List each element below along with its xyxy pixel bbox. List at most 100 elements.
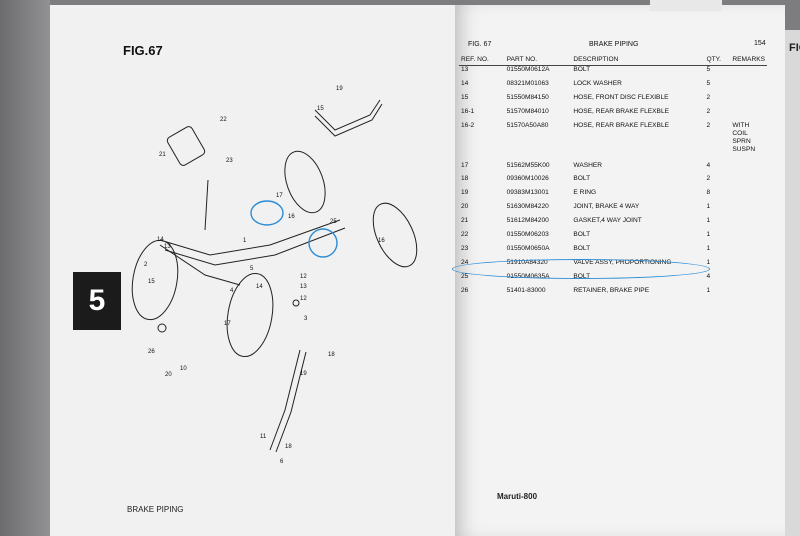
part-no: 51550M84150 [506,93,549,101]
qty: 4 [706,272,711,280]
description: BOLT [573,175,591,183]
description: HOSE, REAR BRAKE FLEXBLE [573,107,670,115]
part-no: 51612M84200 [506,217,549,225]
remarks [730,287,767,301]
remarks-line-2: SPRN SUSPN [732,137,756,153]
parts-table-header: REF. NO. PART NO. DESCRIPTION QTY. REMAR… [459,54,767,66]
remarks [730,245,767,259]
table-row: 17 51562M55K00 WASHER 4 [459,162,767,176]
callout-14b: 13 [300,284,307,290]
ref-no: 16-1 [461,107,475,115]
col-remarks: REMARKS [730,54,767,66]
front-hose [269,349,301,451]
ref-no: 21 [461,217,469,225]
front-hose-2 [275,351,307,453]
front-right-wheel [226,272,274,358]
ref-no: 19 [461,189,469,197]
left-page-footer: BRAKE PIPING [127,505,184,514]
callout-12: 20 [165,372,172,378]
callout-20: 12 [300,296,307,302]
col-qty: QTY. [704,54,731,66]
table-row: 14 08321M01063 LOCK WASHER 5 [459,80,767,94]
table-row: 16-2 51570A50A80 HOSE, REAR BRAKE FLEXBL… [459,122,767,154]
remarks [730,175,767,189]
page-edge [785,30,800,536]
callout-1: 1 [243,238,247,244]
remarks-line-1: WITH COIL [732,121,750,137]
qty: 1 [706,258,711,266]
part-no: 51562M55K00 [506,161,550,169]
ref-no: 20 [461,203,469,211]
remarks [730,189,767,203]
callout-16b: 16 [378,238,385,244]
book-spine-edge [0,0,50,536]
table-row: 20 51630M84220 JOINT, BRAKE 4 WAY 1 [459,203,767,217]
qty: 2 [706,107,711,115]
callout-25: 25 [330,219,337,225]
col-ref-no: REF. NO. [459,54,505,66]
table-row: 18 09360M10026 BOLT 2 [459,175,767,189]
rear-pipe [314,99,381,131]
callout-17b: 17 [224,321,231,327]
fig-label: FIG. 67 [468,41,492,48]
ref-no: 13 [461,66,469,73]
callout-21: 21 [159,152,166,158]
top-sticky-tag [650,0,722,11]
remarks [730,108,767,122]
ref-no: 14 [461,79,469,87]
brake-pipe-2 [164,227,346,266]
callout-5: 5 [250,266,254,272]
table-row: 21 51612M84200 GASKET,4 WAY JOINT 1 [459,217,767,231]
callout-3: 14 [256,284,263,290]
rear-pipe-2 [314,103,383,137]
part-no: 01550M06203 [506,231,549,239]
remarks [730,66,767,80]
ref-no: 18 [461,175,469,183]
callout-11: 3 [304,316,308,322]
rear-left-wheel [372,202,418,268]
four-way-joint [166,126,206,166]
remarks: WITH COIL SPRN SUSPN [730,122,767,154]
description: LOCK WASHER [573,79,622,87]
table-spacer [459,154,767,162]
table-row: 22 01550M06203 BOLT 1 [459,231,767,245]
qty: 5 [706,79,711,87]
qty: 1 [706,231,711,239]
col-description: DESCRIPTION [571,54,705,66]
part-no: 09360M10026 [506,175,549,183]
remarks [730,94,767,108]
remarks [730,162,767,176]
qty: 2 [706,175,711,183]
part-no: 08321M01063 [506,79,549,87]
right-page-footer: Maruti-800 [497,492,538,501]
qty: 1 [706,286,711,294]
highlight-circle-valve [250,200,284,226]
washer [292,299,300,307]
callout-14: 14 [157,237,164,243]
table-row: 13 01550M0612A BOLT 5 [459,66,767,80]
table-row: 23 01550M0650A BOLT 1 [459,245,767,259]
part-no: 51570A50A80 [506,121,549,129]
description: E RING [573,189,597,197]
brake-piping-diagram: 22 21 23 19 15 16 17 16 25 2 1 5 14 13 1… [131,86,418,465]
callout-15b: 15 [148,279,155,285]
description: WASHER [573,161,603,169]
callout-18: 11 [260,434,267,440]
ref-no: 23 [461,244,469,252]
qty: 4 [706,161,711,169]
callout-26: 26 [148,349,155,355]
col-part-no: PART NO. [504,54,572,66]
callout-18c: 6 [280,459,284,465]
table-row: 15 51550M84150 HOSE, FRONT DISC FLEXIBLE… [459,94,767,108]
remarks [730,203,767,217]
description: HOSE, FRONT DISC FLEXIBLE [573,93,669,101]
retainer [157,323,167,333]
part-no: 01550M0650A [506,244,550,252]
ref-no: 22 [461,231,469,239]
description: BOLT [573,231,591,239]
qty: 1 [706,244,711,252]
callout-22: 22 [220,117,227,123]
callout-16: 16 [288,214,295,220]
callout-10: 10 [180,366,187,372]
remarks [730,273,767,287]
